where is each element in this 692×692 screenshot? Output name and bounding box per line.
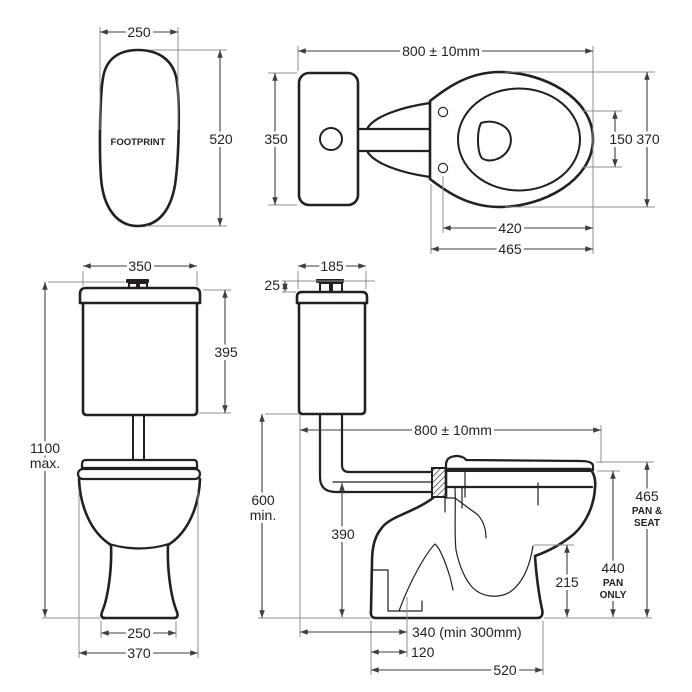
- pan-connector-hatch: [431, 467, 447, 498]
- seat-lid-front: [80, 458, 199, 470]
- side-clearance-suffix: min.: [250, 507, 276, 523]
- pan-side-outline: [369, 467, 597, 620]
- plan-hinge-dim: 420: [498, 220, 522, 236]
- outlet-step: [371, 569, 423, 612]
- extension-line: [258, 413, 370, 619]
- side-trap-height-dim: 215: [555, 574, 579, 590]
- side-invert-height-dim: 390: [331, 526, 355, 542]
- side-outlet-offset-dim: 120: [411, 644, 435, 660]
- footprint-width-dim: 250: [127, 24, 151, 40]
- front-cistern-height-dim: 395: [214, 344, 238, 360]
- extension-line: [505, 71, 655, 208]
- extension-line: [78, 492, 199, 658]
- flush-pipe-side-outer: [318, 412, 434, 494]
- side-pan-height-label2: ONLY: [600, 590, 627, 601]
- footprint-view: 250 520 FOOTPRINT: [98, 21, 236, 228]
- side-seat-height-dim: 465: [635, 488, 659, 504]
- seat-opening: [457, 87, 581, 192]
- inlet-channel-lines: [444, 468, 487, 539]
- side-view: 185 25 600 min. 800 ± 10mm 390 215 440 P…: [247, 255, 665, 681]
- seat-ring-front: [76, 467, 202, 481]
- bowl-underside: [107, 542, 171, 550]
- trap-weir: [398, 543, 454, 612]
- flush-pipe-front: [132, 414, 145, 460]
- side-seat-height-label1: PAN &: [632, 506, 662, 517]
- cistern-lid-side: [295, 290, 369, 305]
- pan-inlet-flare: [365, 101, 432, 179]
- side-seat-height-label2: SEAT: [634, 518, 660, 529]
- flush-button-plan: [319, 127, 343, 151]
- rim-seam-ticks: [461, 482, 539, 509]
- side-cistern-depth-dim: 185: [320, 258, 344, 274]
- flush-outlet-hole: [477, 120, 512, 162]
- extension-line: [297, 271, 367, 289]
- flush-button-segments-front: [128, 282, 148, 289]
- plan-pan-length-dim: 465: [498, 241, 522, 257]
- plan-view: 800 ± 10mm 350 150 370 420 465: [261, 40, 663, 260]
- plan-overall-dim: 800 ± 10mm: [402, 43, 480, 59]
- side-base-depth-dim: 520: [493, 662, 517, 678]
- extension-line: [99, 27, 179, 130]
- extension-line: [82, 271, 198, 286]
- extension-line: [282, 280, 375, 293]
- front-base-width-dim: 250: [127, 625, 151, 641]
- pedestal-front: [100, 543, 179, 620]
- side-clearance-dim: 600: [251, 492, 275, 508]
- side-setout-dim: 340 (min 300mm): [412, 624, 522, 640]
- side-lid-height-dim: 25: [264, 277, 280, 293]
- flush-pipe-plan: [356, 127, 432, 153]
- seat-side: [444, 454, 595, 472]
- footprint-outline: [98, 48, 181, 228]
- front-overall-height-dim: 1100: [30, 440, 60, 456]
- flush-pipe-side-inner: [340, 412, 434, 474]
- plan-cistern-dim: 350: [264, 131, 288, 147]
- extension-line: [42, 281, 125, 619]
- bowl-interior: [454, 487, 534, 597]
- extension-line: [146, 49, 227, 227]
- extension-line: [534, 544, 652, 619]
- cistern-body-front: [81, 301, 199, 417]
- front-overall-height-suffix: max.: [30, 455, 60, 471]
- side-overall-depth-dim: 800 ± 10mm: [414, 422, 492, 438]
- footprint-length-dim: 520: [209, 131, 233, 147]
- flush-button-segments-side: [319, 282, 343, 293]
- front-cistern-width-dim: 350: [128, 258, 152, 274]
- cistern-body-side: [297, 301, 367, 416]
- seat-hinge-right: [437, 162, 449, 174]
- bowl-front-outline: [77, 477, 202, 547]
- front-bowl-width-dim: 370: [127, 645, 151, 661]
- side-pan-height-dim: 440: [601, 560, 625, 576]
- plan-outer-width-dim: 370: [636, 131, 660, 147]
- cistern-plan-outline: [297, 71, 360, 207]
- cistern-lid-front: [78, 286, 202, 305]
- footprint-label: FOOTPRINT: [111, 137, 166, 148]
- side-pan-height-label1: PAN: [603, 578, 623, 589]
- plan-inner-width-dim: 150: [609, 131, 633, 147]
- front-view: 350 395 1100 max. 250 370: [27, 255, 241, 664]
- extension-line: [297, 46, 594, 254]
- seat-hinge-left: [437, 106, 449, 118]
